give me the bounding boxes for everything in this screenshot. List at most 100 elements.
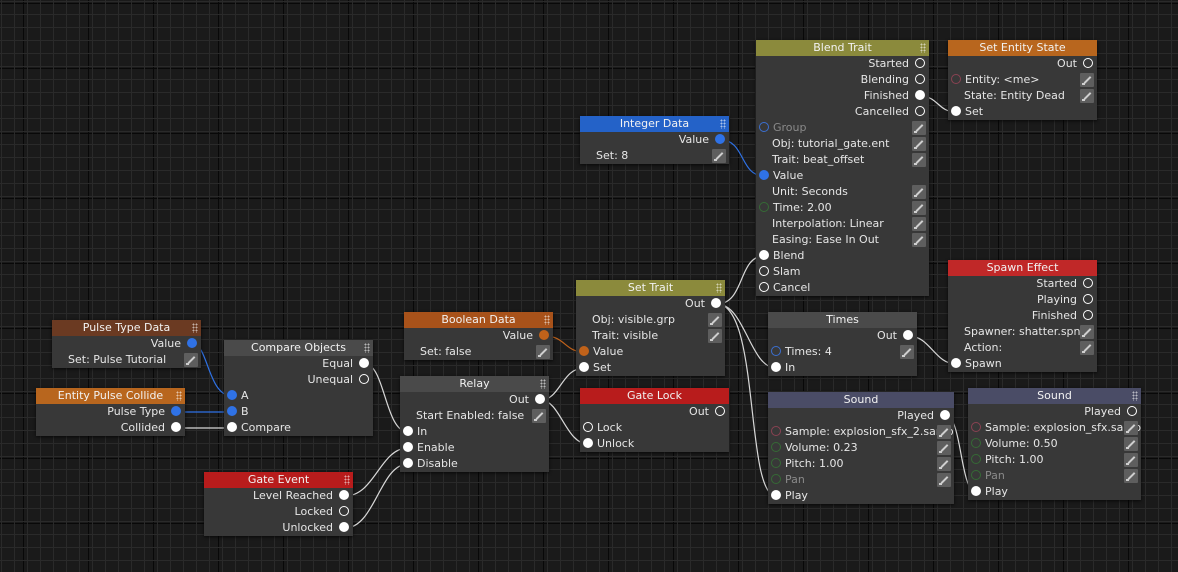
output-pin-unequal[interactable]: Unequal — [224, 372, 373, 388]
data-pin-icon[interactable] — [759, 202, 769, 212]
exec-pin-icon[interactable] — [771, 490, 781, 500]
output-pin-value[interactable]: Value — [404, 328, 553, 344]
data-pin-icon[interactable] — [539, 330, 549, 340]
data-pin-icon[interactable] — [771, 474, 781, 484]
output-pin-started[interactable]: Started — [948, 276, 1097, 292]
edit-pencil-icon[interactable] — [1124, 453, 1138, 467]
edit-pencil-icon[interactable] — [937, 473, 951, 487]
data-pin-icon[interactable] — [187, 338, 197, 348]
drag-grip-icon[interactable] — [176, 391, 182, 401]
exec-pin-icon[interactable] — [915, 106, 925, 116]
output-pin-out[interactable]: Out — [400, 392, 549, 408]
exec-pin-icon[interactable] — [903, 330, 913, 340]
input-pin-sample[interactable]: Sample: explosion_sfx_2.samp — [768, 424, 954, 440]
exec-pin-icon[interactable] — [403, 442, 413, 452]
input-pin-set[interactable]: Set — [576, 360, 725, 376]
edit-pencil-icon[interactable] — [1080, 89, 1094, 103]
exec-pin-icon[interactable] — [403, 458, 413, 468]
edit-pencil-icon[interactable] — [937, 441, 951, 455]
input-pin-compare[interactable]: Compare — [224, 420, 373, 436]
sound-node[interactable]: Sound Played Sample: explosion_sfx_2.sam… — [768, 392, 954, 504]
input-pin-disable[interactable]: Disable — [400, 456, 549, 472]
edit-pencil-icon[interactable] — [708, 329, 722, 343]
edit-pencil-icon[interactable] — [937, 425, 951, 439]
input-pin-entity[interactable]: Entity: <me> — [948, 72, 1097, 88]
input-pin-play[interactable]: Play — [968, 484, 1141, 500]
node-title[interactable]: Sound — [968, 388, 1141, 404]
data-pin-icon[interactable] — [227, 406, 237, 416]
exec-pin-icon[interactable] — [339, 490, 349, 500]
exec-pin-icon[interactable] — [915, 90, 925, 100]
exec-pin-icon[interactable] — [971, 486, 981, 496]
edit-pencil-icon[interactable] — [900, 345, 914, 359]
edit-pencil-icon[interactable] — [1080, 73, 1094, 87]
input-pin-slam[interactable]: Slam — [756, 264, 929, 280]
input-pin-group[interactable]: Group — [756, 120, 929, 136]
exec-pin-icon[interactable] — [403, 426, 413, 436]
exec-pin-icon[interactable] — [1083, 310, 1093, 320]
node-title[interactable]: Entity Pulse Collide — [36, 388, 185, 404]
compare-objects-node[interactable]: Compare Objects Equal Unequal A B Compar… — [224, 340, 373, 436]
drag-grip-icon[interactable] — [544, 315, 550, 325]
edit-pencil-icon[interactable] — [912, 185, 926, 199]
exec-pin-icon[interactable] — [711, 298, 721, 308]
data-pin-icon[interactable] — [759, 122, 769, 132]
edit-pencil-icon[interactable] — [937, 457, 951, 471]
edit-pencil-icon[interactable] — [1124, 469, 1138, 483]
input-pin-cancel[interactable]: Cancel — [756, 280, 929, 296]
data-pin-icon[interactable] — [971, 422, 981, 432]
edit-pencil-icon[interactable] — [912, 233, 926, 247]
output-pin-pulse-type[interactable]: Pulse Type — [36, 404, 185, 420]
output-pin-out[interactable]: Out — [948, 56, 1097, 72]
input-pin-pitch[interactable]: Pitch: 1.00 — [968, 452, 1141, 468]
output-pin-level-reached[interactable]: Level Reached — [204, 488, 353, 504]
input-pin-a[interactable]: A — [224, 388, 373, 404]
exec-pin-icon[interactable] — [940, 410, 950, 420]
data-pin-icon[interactable] — [715, 134, 725, 144]
output-pin-blending[interactable]: Blending — [756, 72, 929, 88]
output-pin-out[interactable]: Out — [580, 404, 729, 420]
exec-pin-icon[interactable] — [171, 422, 181, 432]
data-pin-icon[interactable] — [971, 438, 981, 448]
output-pin-out[interactable]: Out — [576, 296, 725, 312]
output-pin-out[interactable]: Out — [768, 328, 917, 344]
drag-grip-icon[interactable] — [720, 119, 726, 129]
data-pin-icon[interactable] — [951, 74, 961, 84]
edit-pencil-icon[interactable] — [1080, 341, 1094, 355]
edit-pencil-icon[interactable] — [912, 153, 926, 167]
edit-pencil-icon[interactable] — [912, 137, 926, 151]
exec-pin-icon[interactable] — [759, 266, 769, 276]
times-node[interactable]: Times Out Times: 4 In — [768, 312, 917, 376]
blend-trait-node[interactable]: Blend Trait Started Blending Finished Ca… — [756, 40, 929, 296]
exec-pin-icon[interactable] — [583, 422, 593, 432]
node-title[interactable]: Set Trait — [576, 280, 725, 296]
drag-grip-icon[interactable] — [344, 475, 350, 485]
input-pin-times[interactable]: Times: 4 — [768, 344, 917, 360]
node-title[interactable]: Pulse Type Data — [52, 320, 201, 336]
spawn-effect-node[interactable]: Spawn Effect Started Playing Finished Sp… — [948, 260, 1097, 372]
input-pin-in[interactable]: In — [400, 424, 549, 440]
node-title[interactable]: Integer Data — [580, 116, 729, 132]
input-pin-in[interactable]: In — [768, 360, 917, 376]
input-pin-pitch[interactable]: Pitch: 1.00 — [768, 456, 954, 472]
drag-grip-icon[interactable] — [540, 379, 546, 389]
drag-grip-icon[interactable] — [1132, 391, 1138, 401]
input-pin-enable[interactable]: Enable — [400, 440, 549, 456]
edit-pencil-icon[interactable] — [184, 353, 198, 367]
gate-event-node[interactable]: Gate Event Level Reached Locked Unlocked — [204, 472, 353, 536]
exec-pin-icon[interactable] — [759, 250, 769, 260]
exec-pin-icon[interactable] — [359, 374, 369, 384]
exec-pin-icon[interactable] — [1083, 58, 1093, 68]
input-pin-set[interactable]: Set — [948, 104, 1097, 120]
data-pin-icon[interactable] — [771, 426, 781, 436]
exec-pin-icon[interactable] — [915, 74, 925, 84]
sound-node-2[interactable]: Sound Played Sample: explosion_sfx.samp … — [968, 388, 1141, 500]
edit-pencil-icon[interactable] — [1124, 421, 1138, 435]
output-pin-cancelled[interactable]: Cancelled — [756, 104, 929, 120]
input-pin-value[interactable]: Value — [756, 168, 929, 184]
data-pin-icon[interactable] — [771, 442, 781, 452]
exec-pin-icon[interactable] — [951, 358, 961, 368]
node-title[interactable]: Gate Event — [204, 472, 353, 488]
output-pin-finished[interactable]: Finished — [756, 88, 929, 104]
data-pin-icon[interactable] — [759, 170, 769, 180]
